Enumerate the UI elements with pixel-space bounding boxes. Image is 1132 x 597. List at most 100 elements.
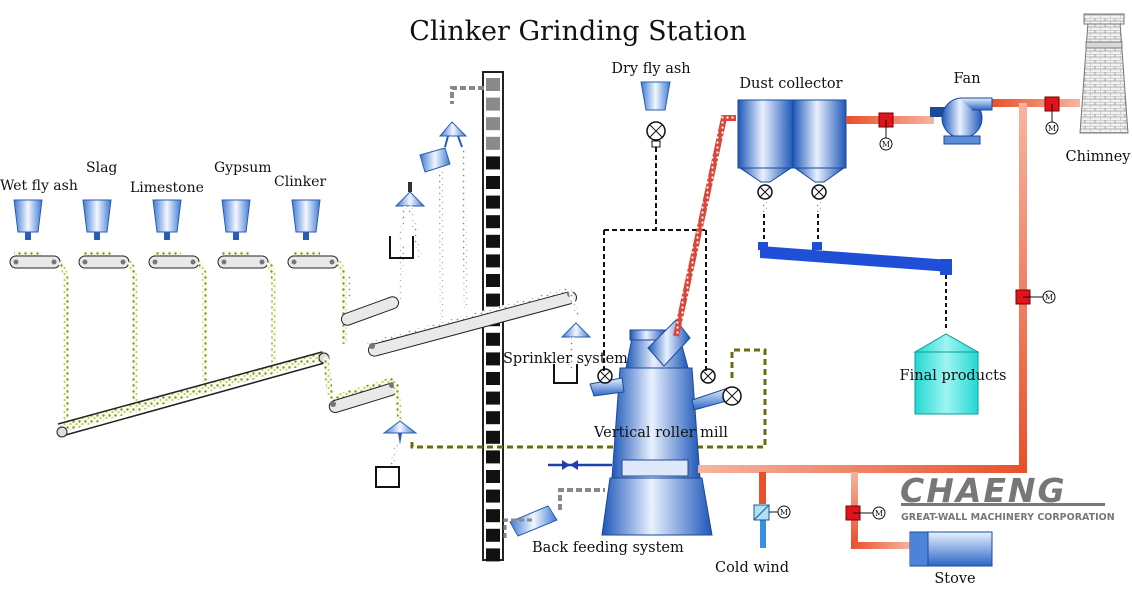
hopper xyxy=(291,199,321,233)
lower-belt-conveyor xyxy=(328,376,403,421)
elevator-bucket xyxy=(486,176,500,189)
label-sprinkler-system: Sprinkler system xyxy=(503,351,628,367)
elevator-bucket xyxy=(486,352,500,366)
feeder-gypsum xyxy=(217,199,277,364)
motor-icon xyxy=(872,506,886,520)
elevator-bucket xyxy=(486,195,500,209)
material-drop xyxy=(196,260,208,383)
elevator-bucket xyxy=(486,234,500,248)
collecting-belt-conveyor xyxy=(56,350,330,438)
elevator-bucket xyxy=(486,391,500,405)
belt-pulley xyxy=(13,259,19,265)
motor-symbol: M xyxy=(780,508,788,517)
belt-pulley xyxy=(51,259,57,265)
motor-symbol: M xyxy=(1045,293,1053,302)
bucket-elevator xyxy=(482,71,504,562)
elevator-bucket xyxy=(486,450,500,464)
label-final-products: Final products xyxy=(900,368,1007,384)
hopper-outlet xyxy=(164,232,170,240)
material-drop xyxy=(265,260,277,364)
elevator-bucket xyxy=(486,117,500,131)
hopper-outlet xyxy=(25,232,31,240)
sprinkler-system xyxy=(553,322,592,384)
elevator-bucket xyxy=(486,97,500,111)
motor-icon xyxy=(1045,121,1059,135)
stove xyxy=(909,531,993,567)
elevator-bucket xyxy=(486,274,500,287)
chimney xyxy=(1079,13,1129,134)
upper-belt-conveyors xyxy=(340,244,580,357)
elevator-discharge-separator xyxy=(389,86,484,323)
label-fan: Fan xyxy=(953,71,980,87)
label-wet-fly-ash: Wet fly ash xyxy=(0,178,78,194)
raw-material-feeders xyxy=(9,199,347,421)
hopper xyxy=(221,199,251,233)
hopper xyxy=(152,199,182,233)
air-dampers: M M M M xyxy=(845,96,1060,521)
feeder-slag xyxy=(78,199,138,402)
elevator-bucket xyxy=(486,528,500,542)
elevator-bucket xyxy=(486,215,500,229)
label-gypsum: Gypsum xyxy=(214,160,272,176)
elevator-bucket xyxy=(486,332,500,346)
feeder-limestone xyxy=(148,199,208,383)
hopper xyxy=(82,199,112,233)
dry-fly-ash-silo xyxy=(603,81,707,372)
final-products-silo xyxy=(913,333,980,415)
belt-pulley xyxy=(259,259,265,265)
elevator-bucket xyxy=(486,509,500,523)
dust-collector xyxy=(737,99,952,330)
label-slag: Slag xyxy=(86,160,117,176)
label-cold-wind: Cold wind xyxy=(715,560,789,576)
elevator-bucket xyxy=(486,411,500,425)
elevator-bucket xyxy=(486,293,500,307)
feeder-wet-fly-ash xyxy=(9,199,69,421)
belt-pulley xyxy=(329,259,335,265)
label-vertical-roller-mill: Vertical roller mill xyxy=(593,425,728,441)
label-dust-collector: Dust collector xyxy=(739,76,842,92)
elevator-bucket xyxy=(486,136,500,150)
elevator-bucket xyxy=(486,372,500,385)
logo-subtitle: GREAT-WALL MACHINERY CORPORATION xyxy=(901,512,1115,523)
elevator-bucket xyxy=(486,78,500,91)
blue-inlet-line xyxy=(548,460,612,470)
belt-pulley xyxy=(221,259,227,265)
elevator-bucket xyxy=(486,156,500,170)
chimney-damper: M xyxy=(1044,96,1060,135)
motor-symbol: M xyxy=(1048,124,1056,133)
material-drop xyxy=(57,260,69,421)
label-back-feeding-system: Back feeding system xyxy=(532,540,684,556)
return-air-damper: M xyxy=(1015,289,1056,305)
material-drop xyxy=(126,260,138,402)
chaeng-logo: CHAENG GREAT-WALL MACHINERY CORPORATION xyxy=(900,471,1115,523)
induced-draft-fan xyxy=(930,97,993,145)
cold-wind-valve: M xyxy=(753,504,791,521)
label-clinker: Clinker xyxy=(274,174,326,190)
label-chimney: Chimney xyxy=(1066,149,1132,165)
hopper-outlet xyxy=(94,232,100,240)
motor-icon xyxy=(1042,290,1056,304)
elevator-bucket xyxy=(486,470,500,483)
back-feeding-system xyxy=(503,488,605,538)
motor-icon xyxy=(879,137,893,151)
belt-pulley xyxy=(291,259,297,265)
elevator-bucket xyxy=(486,548,500,562)
feeder-clinker xyxy=(287,199,347,344)
label-limestone: Limestone xyxy=(130,180,204,196)
belt-pulley xyxy=(82,259,88,265)
diagram-title: Clinker Grinding Station xyxy=(409,16,746,47)
mill-outlet-duct xyxy=(673,115,736,337)
label-stove: Stove xyxy=(934,571,975,587)
material-drop xyxy=(323,356,333,396)
mill-feed-line xyxy=(410,348,767,449)
motor-symbol: M xyxy=(875,509,883,518)
label-dry-fly-ash: Dry fly ash xyxy=(611,61,690,77)
lower-iron-separator xyxy=(375,420,418,488)
hopper-outlet xyxy=(233,232,239,240)
elevator-bucket xyxy=(486,430,500,444)
elevator-bucket xyxy=(486,254,500,268)
collector-damper: M xyxy=(878,112,894,151)
motor-symbol: M xyxy=(882,140,890,149)
